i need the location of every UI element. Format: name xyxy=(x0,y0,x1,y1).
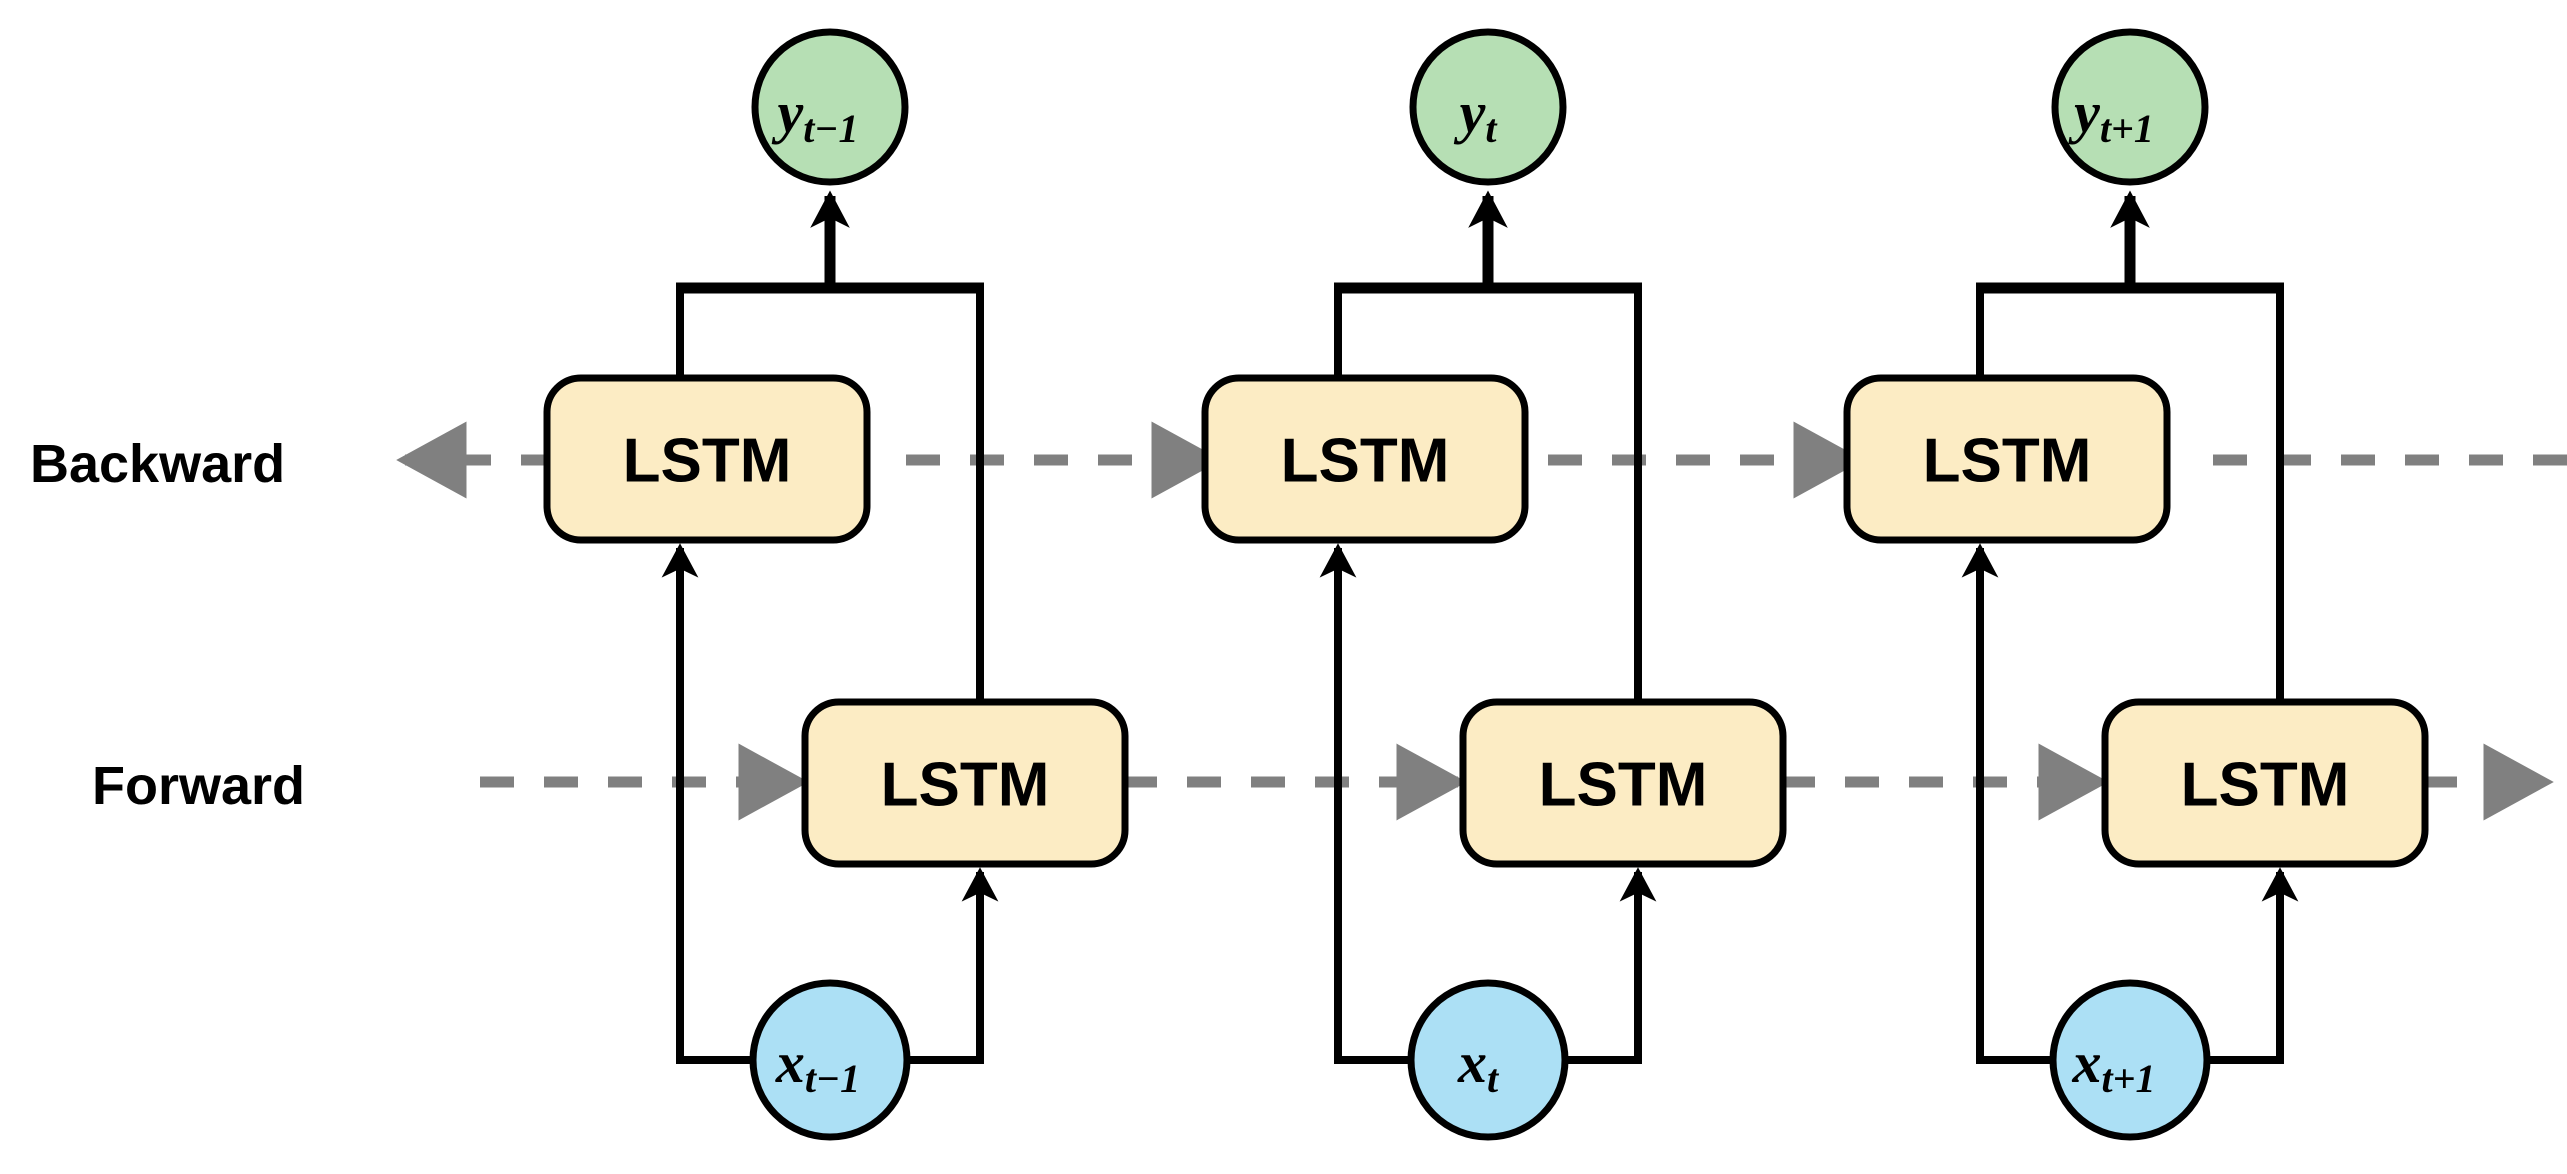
backward-lstm-cell-2[interactable]: LSTM xyxy=(1843,374,2171,544)
row-label-forward: Forward xyxy=(92,756,305,816)
output-node-2[interactable]: yt+1 xyxy=(2051,28,2209,186)
forward-lstm-label-2: LSTM xyxy=(2181,751,2350,820)
backward-lstm-label-0: LSTM xyxy=(623,427,792,496)
row-label-backward: Backward xyxy=(30,434,285,494)
timestep-column-2: LSTM LSTM yt+1 xt+1 xyxy=(1843,28,2429,1141)
forward-lstm-cell-1[interactable]: LSTM xyxy=(1459,698,1787,868)
input-to-backward-edge-2 xyxy=(1961,543,2053,1064)
backward-lstm-box-0[interactable] xyxy=(543,374,871,544)
timestep-column-0: LSTM LSTM yt−1 xt−1 xyxy=(543,28,1129,1141)
forward-lstm-cell-0[interactable]: LSTM xyxy=(801,698,1129,868)
forward-lstm-box-2[interactable] xyxy=(2101,698,2429,868)
forward-lstm-cell-2[interactable]: LSTM xyxy=(2101,698,2429,868)
input-to-forward-edge-0 xyxy=(907,867,999,1064)
output-label-2: yt+1 xyxy=(2068,80,2154,151)
output-label-0: yt−1 xyxy=(771,80,858,151)
input-node-2[interactable]: xt+1 xyxy=(2049,979,2211,1141)
output-circle-2[interactable] xyxy=(2051,28,2209,186)
timestep-column-1: LSTM LSTM yt xt xyxy=(1201,28,1787,1141)
input-circle-0[interactable] xyxy=(749,979,911,1141)
input-to-forward-edge-2 xyxy=(2207,867,2299,1064)
forward-lstm-label-1: LSTM xyxy=(1539,751,1708,820)
input-to-backward-edge-1 xyxy=(1319,543,1411,1064)
output-circle-1[interactable] xyxy=(1409,28,1567,186)
backward-lstm-label-1: LSTM xyxy=(1281,427,1450,496)
output-node-0[interactable]: yt−1 xyxy=(751,28,909,186)
output-label-1: yt xyxy=(1454,80,1499,151)
input-label-1: xt xyxy=(1457,1030,1500,1101)
input-node-1[interactable]: xt xyxy=(1407,979,1569,1141)
output-node-1[interactable]: yt xyxy=(1409,28,1567,186)
input-node-0[interactable]: xt−1 xyxy=(749,979,911,1141)
input-to-backward-edge-0 xyxy=(661,543,753,1064)
output-circle-0[interactable] xyxy=(751,28,909,186)
input-label-2: xt+1 xyxy=(2072,1030,2156,1101)
forward-lstm-box-0[interactable] xyxy=(801,698,1129,868)
forward-lstm-label-0: LSTM xyxy=(881,751,1050,820)
forward-lstm-box-1[interactable] xyxy=(1459,698,1787,868)
backward-lstm-box-1[interactable] xyxy=(1201,374,1529,544)
input-circle-1[interactable] xyxy=(1407,979,1569,1141)
backward-lstm-cell-1[interactable]: LSTM xyxy=(1201,374,1529,544)
backward-lstm-cell-0[interactable]: LSTM xyxy=(543,374,871,544)
backward-lstm-box-2[interactable] xyxy=(1843,374,2171,544)
input-to-forward-edge-1 xyxy=(1565,867,1657,1064)
backward-lstm-label-2: LSTM xyxy=(1923,427,2092,496)
input-circle-2[interactable] xyxy=(2049,979,2211,1141)
input-label-0: xt−1 xyxy=(775,1030,860,1101)
